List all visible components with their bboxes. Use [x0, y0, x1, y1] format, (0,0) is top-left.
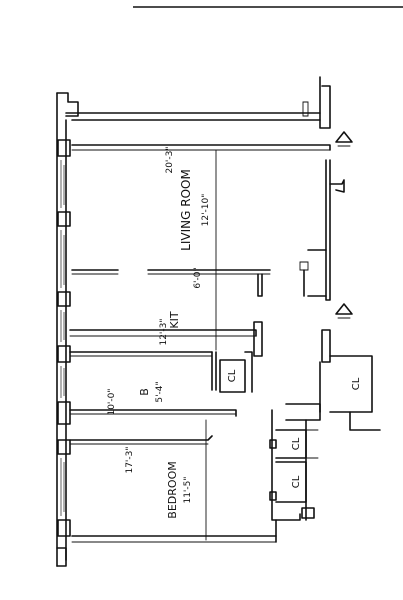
living-room-width: 12'-10" — [201, 194, 211, 227]
bath-length: 10'-0" — [107, 388, 117, 415]
bath-closet-walls — [69, 351, 253, 445]
kitchen-width: 6'-0" — [193, 267, 203, 288]
bedroom-length: 17'-3" — [125, 446, 135, 473]
kitchen-walls — [69, 321, 263, 391]
north-wall — [65, 76, 331, 129]
closet-label: CL — [351, 377, 362, 390]
bath-width: 5'-4" — [155, 381, 165, 402]
bedroom-name: BEDROOM — [166, 461, 179, 518]
bedroom-width: 11'-5" — [183, 476, 193, 503]
living-room-walls — [71, 144, 345, 301]
living-room-length: 20'-3" — [165, 146, 175, 173]
living-room-name: LIVING ROOM — [179, 169, 193, 251]
entry-marker-icon — [335, 303, 353, 319]
entry-marker-icon — [335, 131, 353, 147]
closet-label: CL — [227, 369, 238, 382]
exterior-window-wall — [56, 92, 79, 567]
closet-label: CL — [291, 475, 302, 488]
kitchen-name: KIT — [168, 311, 181, 328]
bedroom-walls — [71, 439, 277, 543]
right-closet-block — [271, 329, 381, 521]
kitchen-length: 12'-3" — [159, 318, 169, 345]
bath-name: B — [138, 388, 151, 396]
closet-label: CL — [291, 437, 302, 450]
